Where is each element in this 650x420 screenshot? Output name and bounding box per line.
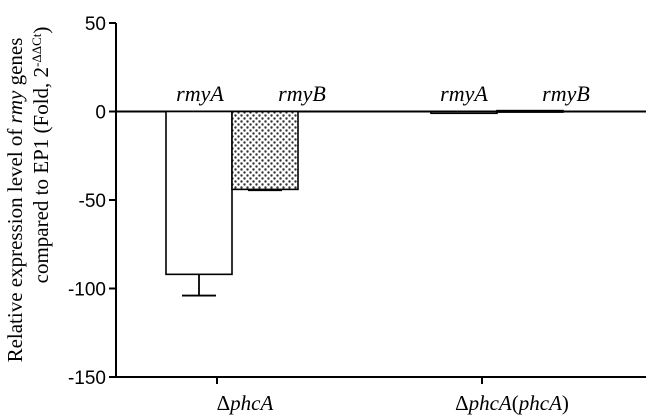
bar-rmyA-0 [165,110,233,276]
y-tick-label-4: -150 [68,368,106,389]
series-label-rmyA-0: rmyA [176,81,224,106]
y-axis-label-line1: Relative expression level of rmy genes [3,38,27,363]
y-tick-label-2: -50 [79,191,106,212]
bar-rmyB-1 [496,109,564,113]
bar-rmyA-1 [430,110,498,115]
series-label-rmyA-1: rmyA [440,81,488,106]
bar-rmyB-0 [231,110,299,191]
y-tick-label-1: 0 [95,103,106,124]
y-tick-label-3: -100 [68,280,106,301]
series-label-rmyB-0: rmyB [278,81,326,106]
category-label-0: ΔphcA [217,391,274,415]
series-label-rmyB-1: rmyB [542,81,590,106]
y-tick-label-0: 50 [85,14,106,35]
y-axis-label-line2: compared to EP1 (Fold, 2-ΔΔCt) [29,27,54,284]
category-label-1: ΔphcA(phcA) [455,391,569,415]
